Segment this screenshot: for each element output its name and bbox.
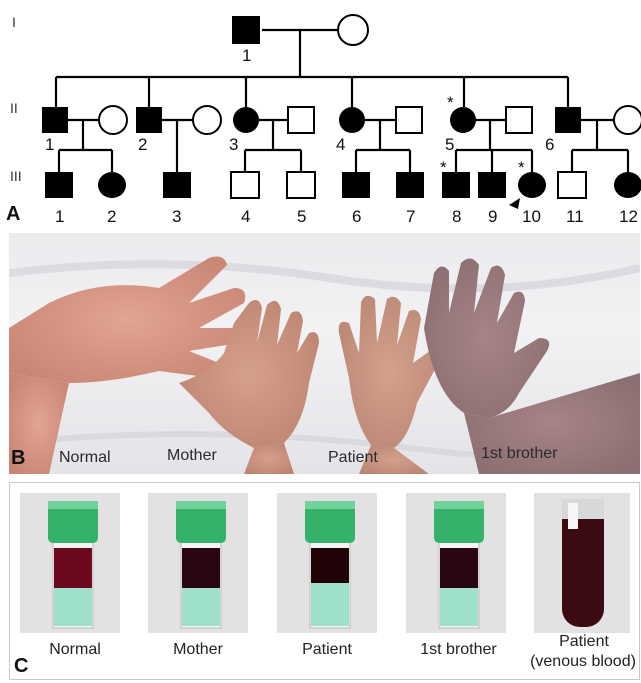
pedigree-individual-III-11 bbox=[558, 172, 586, 198]
pedigree-individual-III-1 bbox=[45, 172, 73, 198]
tube-photo-normal bbox=[20, 493, 120, 633]
pedigree-number-III-8: 8 bbox=[452, 207, 461, 227]
pedigree-individual-III-12 bbox=[614, 172, 641, 198]
pedigree-individual-II-1 bbox=[42, 107, 68, 133]
hands-photo-panel: B Normal Mother Patient 1st brother bbox=[9, 233, 640, 474]
pedigree-individual-II-4 bbox=[339, 107, 365, 133]
asterisk-III-8: * bbox=[440, 158, 447, 178]
hands-photo bbox=[9, 233, 640, 474]
hand-normal bbox=[9, 257, 245, 474]
pedigree-spouse-II-4 bbox=[396, 107, 422, 133]
hand-label-mother: Mother bbox=[167, 447, 217, 465]
pedigree-number-II-3: 3 bbox=[229, 135, 238, 155]
pedigree-number-III-10: 10 bbox=[522, 207, 541, 227]
panel-letter-c: C bbox=[14, 655, 28, 678]
asterisk-II-5: * bbox=[447, 93, 454, 113]
pedigree-individual-III-7 bbox=[396, 172, 424, 198]
pedigree-number-II-4: 4 bbox=[336, 135, 345, 155]
pedigree-spouse-II-1 bbox=[99, 106, 127, 134]
pedigree-individual-I-2 bbox=[338, 15, 368, 45]
pedigree-individual-II-6 bbox=[555, 107, 581, 133]
pedigree-number-III-7: 7 bbox=[406, 207, 415, 227]
hand-label-patient: Patient bbox=[328, 449, 378, 467]
generation-label-3: III bbox=[10, 168, 22, 184]
pedigree-chart bbox=[0, 0, 641, 230]
pedigree-number-III-4: 4 bbox=[241, 207, 250, 227]
pedigree-number-III-1: 1 bbox=[55, 207, 64, 227]
tube-label-patient: Patient bbox=[282, 641, 372, 659]
pedigree-number-III-9: 9 bbox=[488, 207, 497, 227]
tube-photo-venous bbox=[534, 493, 630, 633]
pedigree-individual-III-6 bbox=[342, 172, 370, 198]
tube-photo-1st-brother bbox=[406, 493, 506, 633]
panel-letter-b: B bbox=[11, 447, 25, 470]
pedigree-number-III-2: 2 bbox=[107, 207, 116, 227]
generation-label-1: I bbox=[12, 14, 16, 30]
pedigree-spouse-II-6 bbox=[614, 106, 641, 134]
pedigree-individual-II-2 bbox=[136, 107, 162, 133]
asterisk-III-10: * bbox=[518, 158, 525, 178]
pedigree-spouse-II-3 bbox=[288, 107, 314, 133]
hand-label-normal: Normal bbox=[59, 449, 111, 467]
pedigree-individual-III-3 bbox=[163, 172, 191, 198]
blood-tubes-panel: Normal Mother Patient 1st brother Patien… bbox=[9, 482, 640, 680]
hand-1st-brother bbox=[424, 258, 640, 474]
pedigree-panel: I II III 1 1 2 3 4 5 6 * * * 1 2 3 4 5 6… bbox=[0, 0, 641, 230]
generation-label-2: II bbox=[10, 100, 18, 116]
proband-arrow-icon bbox=[509, 198, 520, 209]
pedigree-number-II-6: 6 bbox=[545, 135, 554, 155]
pedigree-number-II-2: 2 bbox=[138, 135, 147, 155]
pedigree-number-II-1: 1 bbox=[45, 135, 54, 155]
hand-label-1st-brother: 1st brother bbox=[481, 445, 557, 463]
tube-photo-patient bbox=[277, 493, 377, 633]
pedigree-number-I-1: 1 bbox=[242, 46, 251, 66]
tube-label-patient-venous: Patient bbox=[530, 633, 638, 651]
pedigree-individual-II-3 bbox=[233, 107, 259, 133]
tube-label-1st-brother: 1st brother bbox=[406, 641, 511, 659]
pedigree-number-II-5: 5 bbox=[445, 135, 454, 155]
tube-label-normal: Normal bbox=[30, 641, 120, 659]
pedigree-individual-III-9 bbox=[478, 172, 506, 198]
pedigree-individual-III-4 bbox=[231, 172, 259, 198]
pedigree-individual-III-2 bbox=[98, 172, 126, 198]
tube-photo-mother bbox=[148, 493, 248, 633]
pedigree-number-III-3: 3 bbox=[172, 207, 181, 227]
panel-letter-a: A bbox=[6, 203, 20, 226]
pedigree-spouse-II-2 bbox=[193, 106, 221, 134]
tube-label-mother: Mother bbox=[153, 641, 243, 659]
pedigree-number-III-12: 12 bbox=[619, 207, 638, 227]
pedigree-spouse-II-5 bbox=[506, 107, 532, 133]
pedigree-number-III-5: 5 bbox=[297, 207, 306, 227]
pedigree-number-III-11: 11 bbox=[566, 207, 584, 227]
pedigree-individual-I-1 bbox=[232, 16, 260, 44]
tube-label-venous-blood: (venous blood) bbox=[526, 653, 640, 671]
pedigree-individual-III-5 bbox=[287, 172, 315, 198]
pedigree-number-III-6: 6 bbox=[352, 207, 361, 227]
